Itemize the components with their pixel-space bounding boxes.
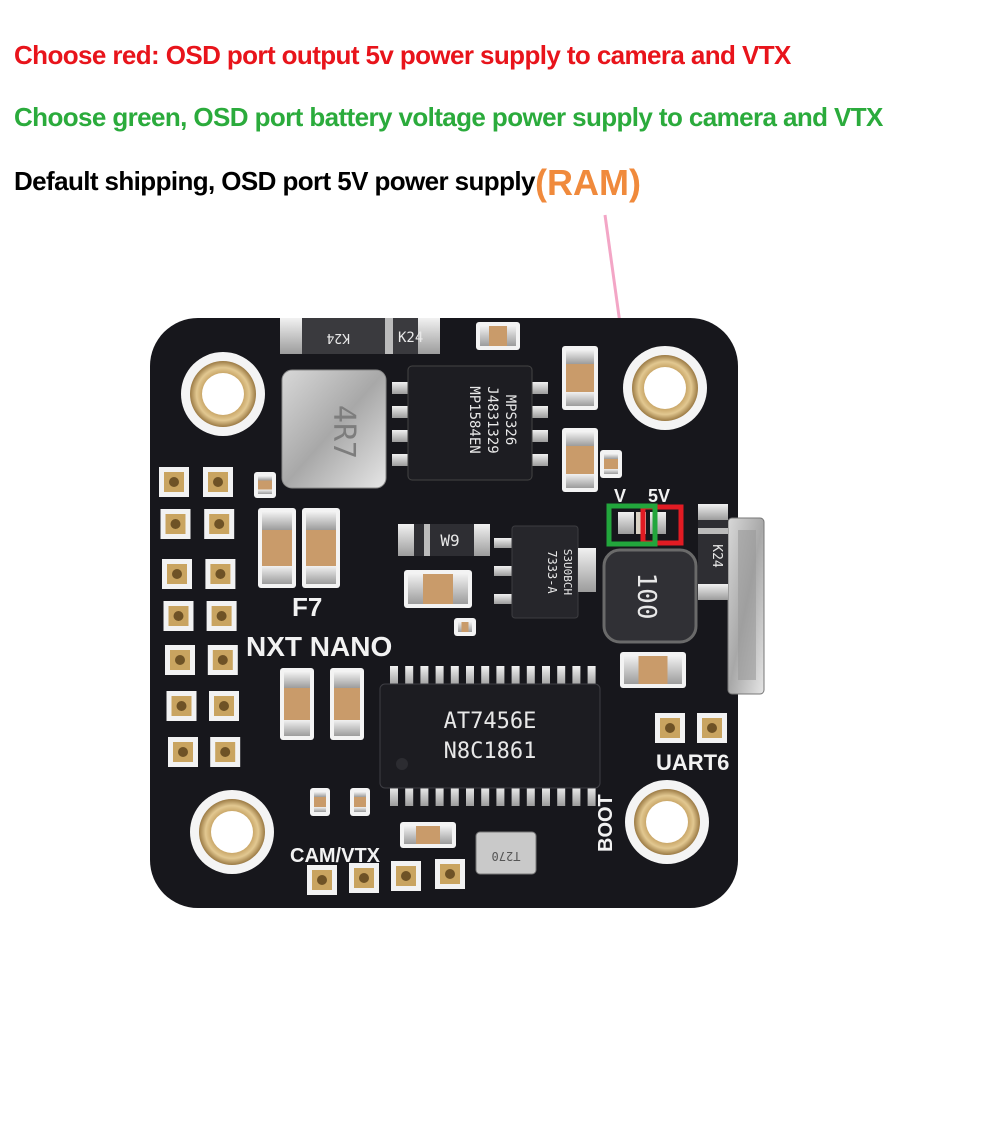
crystal-label: T270 bbox=[492, 849, 521, 863]
smd-capacitor bbox=[280, 668, 314, 740]
red-selection-box bbox=[640, 504, 684, 546]
smd-capacitor bbox=[476, 322, 520, 350]
power-select-jumper bbox=[606, 503, 684, 547]
uart6-label: UART6 bbox=[656, 750, 729, 775]
crystal: T270 bbox=[475, 831, 537, 875]
f7-label: F7 bbox=[292, 592, 322, 622]
diode-top-label-b: K24 bbox=[326, 330, 350, 345]
nxt-nano-label: NXT NANO bbox=[246, 631, 392, 662]
smd-capacitor bbox=[562, 346, 598, 410]
smd-capacitor bbox=[600, 450, 622, 478]
diode-top-label: K24 bbox=[398, 330, 423, 346]
mount-hole-bottom-right bbox=[625, 780, 709, 864]
ldo-label-1: 7333-A bbox=[545, 550, 559, 594]
v-label: V bbox=[614, 486, 626, 506]
cam-vtx-solder-pads bbox=[307, 859, 465, 895]
five-v-label: 5V bbox=[648, 486, 670, 506]
ldo-label-2: S3U0BCH bbox=[561, 549, 574, 595]
diode-side-label: K24 bbox=[709, 544, 724, 568]
osd-chip-label-2: N8C1861 bbox=[444, 739, 537, 764]
regulator-label-2: J4831329 bbox=[484, 386, 500, 453]
caption-green-option: Choose green, OSD port battery voltage p… bbox=[14, 102, 883, 132]
diode-side: K24 bbox=[698, 504, 728, 600]
inductor-small: 100 bbox=[602, 548, 698, 644]
caption-default-shipping: Default shipping, OSD port 5V power supp… bbox=[14, 166, 535, 196]
ldo-regulator: 7333-A S3U0BCH bbox=[494, 525, 596, 619]
regulator-label-1: MP1584EN bbox=[466, 386, 482, 453]
inductor-small-label: 100 bbox=[631, 573, 661, 620]
inductor-main-label: 4R7 bbox=[326, 405, 361, 459]
mount-hole-top-right bbox=[623, 346, 707, 430]
green-selection-box bbox=[606, 503, 658, 547]
inductor-main: 4R7 bbox=[281, 369, 387, 489]
boot-label: BOOT bbox=[595, 794, 617, 852]
regulator-chip: MP1584EN J4831329 MPS326 bbox=[392, 365, 548, 481]
smd-capacitor bbox=[620, 652, 686, 688]
smd-capacitor bbox=[330, 668, 364, 740]
caption-red-option: Choose red: OSD port output 5v power sup… bbox=[14, 40, 791, 70]
uart6-solder-pads bbox=[655, 713, 727, 743]
mount-hole-top-left bbox=[181, 352, 265, 436]
regulator-label-3: MPS326 bbox=[502, 395, 518, 446]
smd-capacitor bbox=[562, 428, 598, 492]
left-solder-pads bbox=[159, 467, 241, 767]
cam-vtx-label: CAM/VTX bbox=[290, 845, 381, 867]
smd-capacitor bbox=[302, 508, 340, 588]
smd-capacitors bbox=[254, 322, 686, 848]
smd-capacitor bbox=[400, 822, 456, 848]
diode-mid: W9 bbox=[398, 524, 490, 556]
smd-capacitor bbox=[310, 788, 330, 816]
osd-chip: AT7456E N8C1861 bbox=[379, 666, 601, 806]
diode-top: K24 K24 bbox=[280, 318, 440, 354]
diode-mid-label: W9 bbox=[440, 531, 459, 550]
smd-capacitor bbox=[254, 472, 276, 498]
smd-capacitor bbox=[350, 788, 370, 816]
smd-capacitor bbox=[258, 508, 296, 588]
smd-capacitor bbox=[404, 570, 472, 608]
mount-hole-bottom-left bbox=[190, 790, 274, 874]
ram-label: (RAM) bbox=[535, 162, 641, 203]
smd-capacitor bbox=[454, 618, 476, 636]
osd-chip-label-1: AT7456E bbox=[444, 709, 537, 734]
